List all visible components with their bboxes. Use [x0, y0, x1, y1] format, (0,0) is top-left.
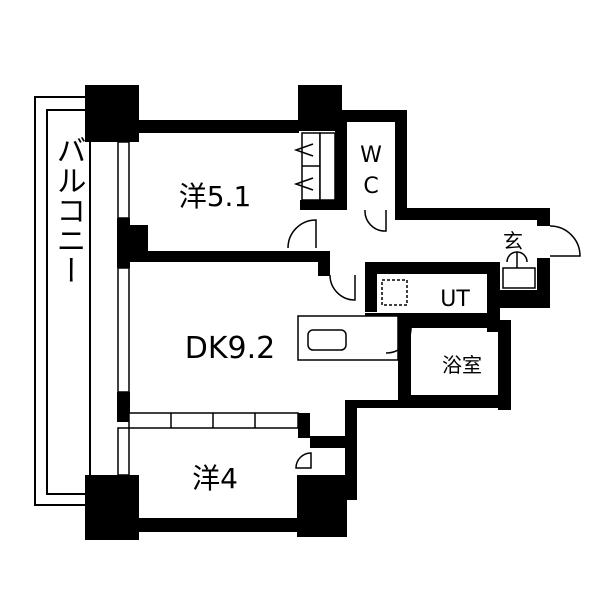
- room-label-entrance: 玄: [503, 229, 523, 253]
- walls: [85, 85, 550, 540]
- wc-label-w: W: [360, 143, 382, 168]
- fixtures: [117, 132, 536, 476]
- door-swings: [287, 143, 581, 469]
- room-label-bath: 浴室: [442, 353, 482, 377]
- balcony-label: バルコニー: [51, 135, 86, 285]
- balcony-outline: [34, 96, 91, 506]
- room-label-western-1: 洋5.1: [179, 180, 252, 213]
- wc-label-c: C: [363, 174, 378, 199]
- room-label-western-2: 洋4: [192, 462, 238, 495]
- room-label-dk: DK9.2: [185, 331, 275, 366]
- room-label-ut: UT: [440, 287, 470, 312]
